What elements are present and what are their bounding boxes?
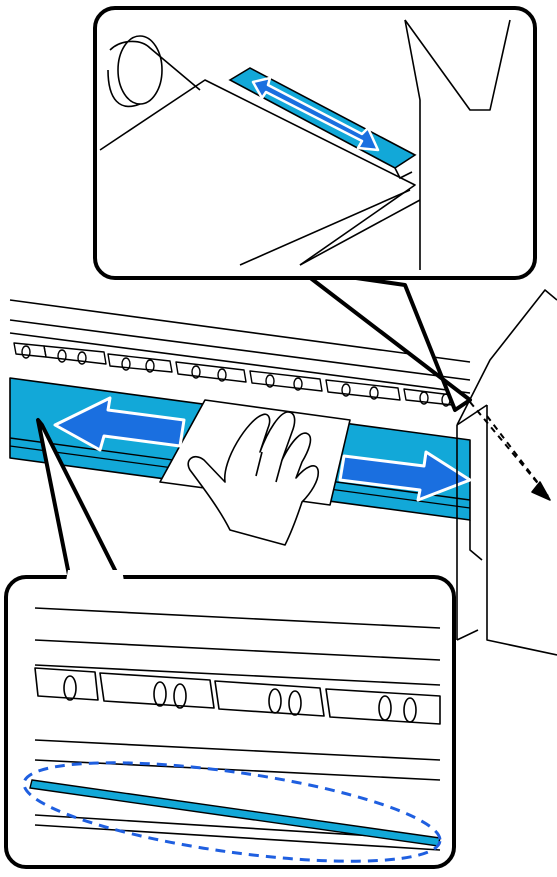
- printer-frame: [457, 290, 557, 655]
- bottom-callout-frame: [6, 577, 454, 867]
- top-callout: [95, 8, 535, 410]
- top-callout-frame: [95, 8, 535, 278]
